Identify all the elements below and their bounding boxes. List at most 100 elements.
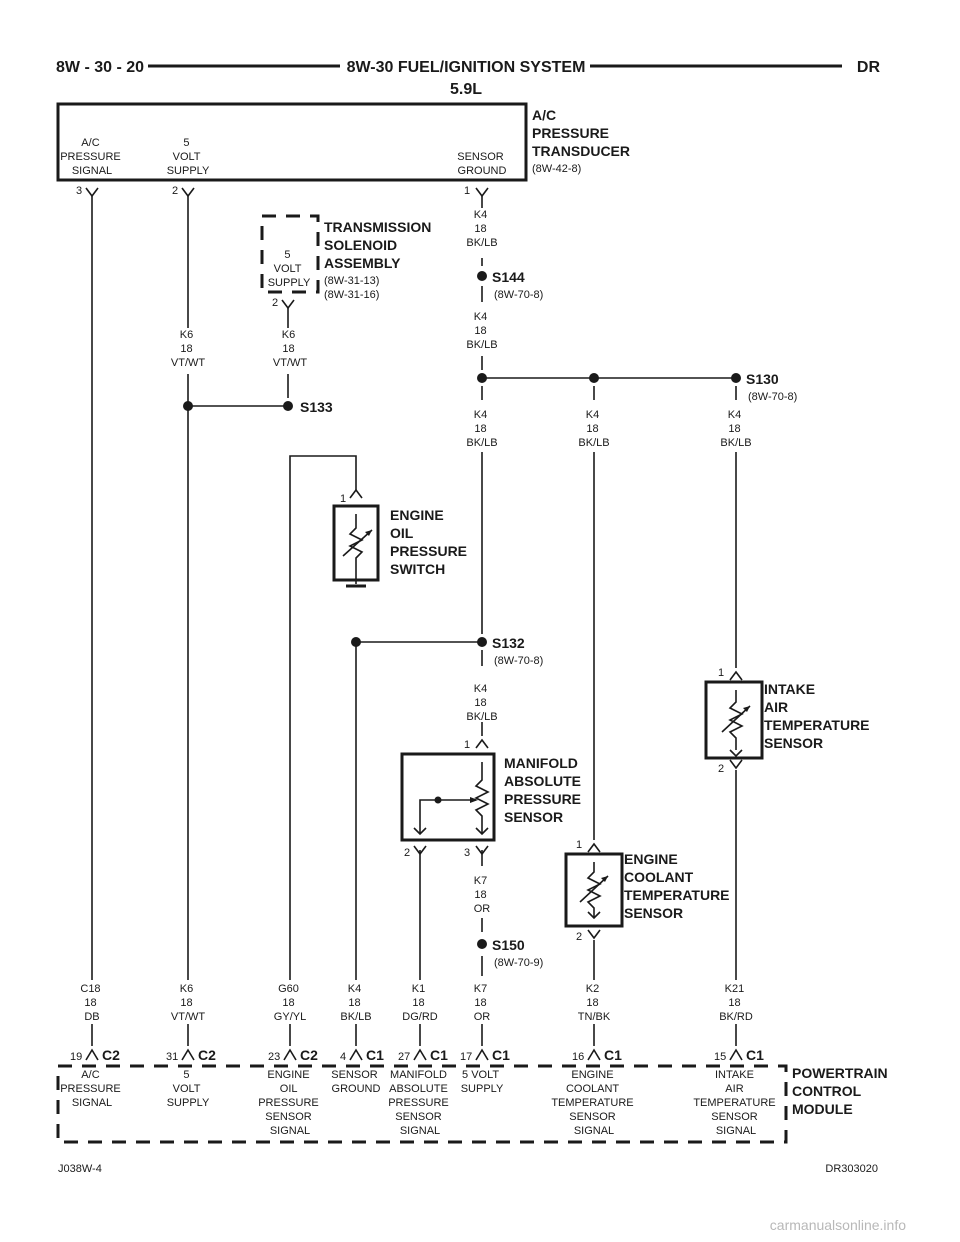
splice-dot bbox=[589, 373, 599, 383]
wire-g60 bbox=[289, 455, 357, 980]
pin-symbol bbox=[181, 187, 195, 198]
ect-pin1: 1 bbox=[576, 839, 582, 851]
iat-sensor-name: INTAKE AIR TEMPERATURE SENSOR bbox=[764, 681, 873, 751]
ac-transducer-ref: (8W-42-8) bbox=[532, 163, 581, 175]
svg-text:23: 23 bbox=[268, 1051, 280, 1063]
pcm-pin4-label: SENSOR GROUND bbox=[331, 1069, 381, 1095]
ac-pin3: 3 bbox=[76, 185, 82, 197]
splice-dot-s130 bbox=[731, 373, 741, 383]
splice-s133-name: S133 bbox=[300, 399, 333, 415]
splice-dot-s144 bbox=[477, 271, 487, 281]
svg-text:C2: C2 bbox=[102, 1047, 120, 1063]
splice-s150-name: S150 bbox=[492, 937, 525, 953]
wire-label-k4-f: K4 18 BK/LB bbox=[466, 683, 497, 723]
pcm-pin27-label: MANIFOLD ABSOLUTE PRESSURE SENSOR SIGNAL bbox=[388, 1069, 452, 1137]
map-pin3: 3 bbox=[464, 847, 470, 859]
svg-text:C2: C2 bbox=[300, 1047, 318, 1063]
ac-pin2: 2 bbox=[172, 185, 178, 197]
wire-label-k6-right: K6 18 VT/WT bbox=[273, 329, 307, 369]
pcm-pin19-label: A/C PRESSURE SIGNAL bbox=[60, 1069, 124, 1109]
splice-s130-name: S130 bbox=[746, 371, 779, 387]
wire-label-c18: C18 18 DB bbox=[80, 983, 103, 1023]
wire-label-g60: G60 18 GY/YL bbox=[274, 983, 306, 1023]
iat-pin1: 1 bbox=[718, 667, 724, 679]
svg-text:17: 17 bbox=[460, 1051, 472, 1063]
splice-dot bbox=[183, 401, 193, 411]
splice-s132-name: S132 bbox=[492, 635, 525, 651]
svg-text:C1: C1 bbox=[366, 1047, 384, 1063]
pin-symbol bbox=[85, 187, 99, 198]
footer-right-code: DR303020 bbox=[825, 1163, 878, 1175]
wire-label-k4-c: K4 18 BK/LB bbox=[466, 409, 497, 449]
pcm-pin-numbers: 19 C2 31 C2 23 C2 4 C1 27 C1 17 C1 16 C1… bbox=[70, 1047, 764, 1063]
svg-text:C1: C1 bbox=[746, 1047, 764, 1063]
ac-pin3-label: A/C PRESSURE SIGNAL bbox=[60, 137, 124, 177]
model-code: DR bbox=[857, 59, 881, 76]
splice-s132-ref: (8W-70-8) bbox=[494, 655, 543, 667]
wire-label-k7-a: K7 18 OR bbox=[474, 875, 491, 915]
iat-pin2: 2 bbox=[718, 763, 724, 775]
splice-dot-s133 bbox=[283, 401, 293, 411]
pin-symbol bbox=[475, 187, 489, 198]
splice-dot bbox=[477, 373, 487, 383]
oil-switch-pin: 1 bbox=[340, 493, 346, 505]
splice-dot-s150 bbox=[477, 939, 487, 949]
ac-transducer-box bbox=[56, 102, 528, 182]
solenoid-pin-label: 5 VOLT SUPPLY bbox=[268, 249, 311, 289]
trans-solenoid-box bbox=[260, 214, 320, 294]
map-sensor-symbol bbox=[400, 738, 496, 856]
pcm-pin-symbols bbox=[85, 1048, 743, 1061]
splice-dot-s132 bbox=[477, 637, 487, 647]
wire-label-k7-b: K7 18 OR bbox=[474, 983, 491, 1023]
oil-pressure-switch-symbol bbox=[332, 488, 380, 588]
svg-text:27: 27 bbox=[398, 1051, 410, 1063]
pcm-pin17-label: 5 VOLT SUPPLY bbox=[461, 1069, 504, 1095]
map-pin2: 2 bbox=[404, 847, 410, 859]
wire-label-k4-d: K4 18 BK/LB bbox=[578, 409, 609, 449]
splice-dot bbox=[351, 637, 361, 647]
footer-left-code: J038W-4 bbox=[58, 1163, 102, 1175]
ac-pin1: 1 bbox=[464, 185, 470, 197]
svg-text:C2: C2 bbox=[198, 1047, 216, 1063]
wire-label-k2: K2 18 TN/BK bbox=[578, 983, 611, 1023]
page-subtitle: 5.9L bbox=[450, 81, 482, 98]
page-number: 8W - 30 - 20 bbox=[56, 59, 144, 76]
ect-sensor-symbol bbox=[564, 842, 624, 940]
trans-solenoid-name: TRANSMISSION SOLENOID ASSEMBLY bbox=[324, 219, 435, 271]
ac-pin1-label: SENSOR GROUND bbox=[457, 151, 507, 177]
svg-text:C1: C1 bbox=[492, 1047, 510, 1063]
oil-switch-name: ENGINE OIL PRESSURE SWITCH bbox=[390, 507, 471, 577]
pcm-pin15-label: INTAKE AIR TEMPERATURE SENSOR SIGNAL bbox=[693, 1069, 778, 1137]
svg-text:19: 19 bbox=[70, 1051, 82, 1063]
trans-solenoid-refs: (8W-31-13) (8W-31-16) bbox=[324, 275, 383, 301]
wire-label-k4-b: K4 18 BK/LB bbox=[466, 311, 497, 351]
ect-pin2: 2 bbox=[576, 931, 582, 943]
svg-text:C1: C1 bbox=[604, 1047, 622, 1063]
ect-sensor-name: ENGINE COOLANT TEMPERATURE SENSOR bbox=[624, 851, 733, 921]
solenoid-pin: 2 bbox=[272, 297, 278, 309]
wire-label-k4-e: K4 18 BK/LB bbox=[720, 409, 751, 449]
wire-label-k6-b: K6 18 VT/WT bbox=[171, 983, 205, 1023]
iat-sensor-symbol bbox=[704, 670, 764, 770]
splice-s150-ref: (8W-70-9) bbox=[494, 957, 543, 969]
watermark: carmanualsonline.info bbox=[770, 1217, 906, 1233]
ac-pin2-label: 5 VOLT SUPPLY bbox=[167, 137, 210, 177]
pcm-pin31-label: 5 VOLT SUPPLY bbox=[167, 1069, 210, 1109]
splice-s144-name: S144 bbox=[492, 269, 525, 285]
pcm-name: POWERTRAIN CONTROL MODULE bbox=[792, 1065, 892, 1117]
wire-label-k6-left: K6 18 VT/WT bbox=[171, 329, 205, 369]
map-pin1: 1 bbox=[464, 739, 470, 751]
pin-symbol bbox=[281, 299, 295, 310]
pcm-box bbox=[56, 1064, 788, 1144]
pcm-pin16-label: ENGINE COOLANT TEMPERATURE SENSOR SIGNAL bbox=[551, 1069, 636, 1137]
svg-text:31: 31 bbox=[166, 1051, 178, 1063]
svg-text:15: 15 bbox=[714, 1051, 726, 1063]
svg-text:16: 16 bbox=[572, 1051, 584, 1063]
wire-label-k4-g: K4 18 BK/LB bbox=[340, 983, 371, 1023]
wire-label-k21: K21 18 BK/RD bbox=[719, 983, 753, 1023]
svg-text:C1: C1 bbox=[430, 1047, 448, 1063]
splice-s144-ref: (8W-70-8) bbox=[494, 289, 543, 301]
map-sensor-name: MANIFOLD ABSOLUTE PRESSURE SENSOR bbox=[504, 755, 585, 825]
wire-label-k4-a: K4 18 BK/LB bbox=[466, 209, 497, 249]
